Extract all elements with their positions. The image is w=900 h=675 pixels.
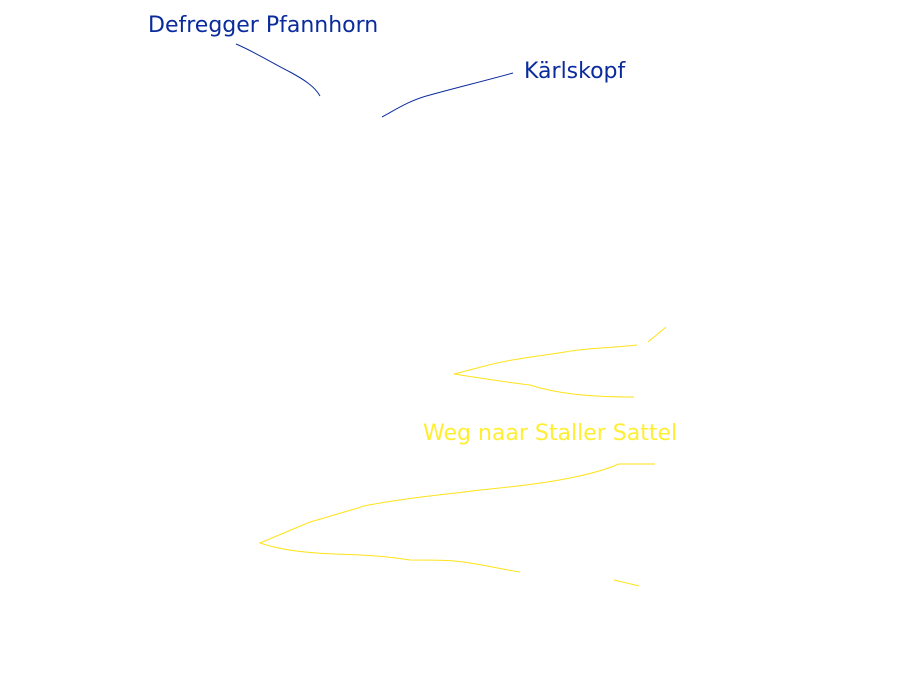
label-weg-naar-staller-sattel: Weg naar Staller Sattel [423,421,678,446]
route-upper-switchback [453,344,638,398]
route-lower-end-tick [613,579,640,587]
route-lower-switchback [258,463,655,573]
route-upper-short-tick [647,326,667,343]
karlskopf-leader-line [381,72,514,118]
label-defregger-pfannhorn: Defregger Pfannhorn [148,13,379,38]
label-karlskopf: Kärlskopf [524,59,626,84]
defregger-pfannhorn-leader-line [235,43,321,97]
